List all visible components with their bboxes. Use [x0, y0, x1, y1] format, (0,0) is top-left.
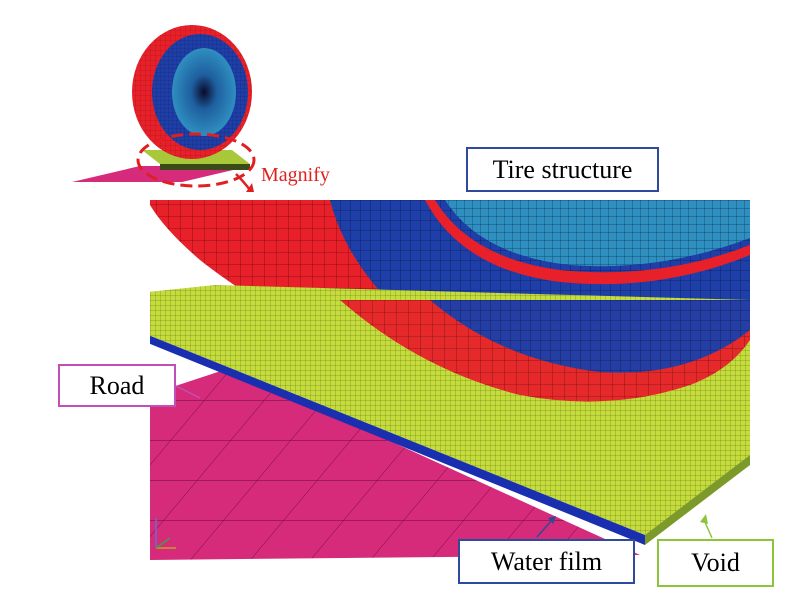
road-label: Road — [58, 364, 176, 407]
axis-triad-icon — [155, 518, 176, 549]
road-mesh — [150, 368, 640, 560]
void-mesh-side — [645, 455, 750, 545]
mini-tire-hub — [172, 48, 236, 136]
magnified-model — [150, 200, 750, 560]
water-film-mesh — [150, 335, 645, 545]
water-film-label: Water film — [458, 539, 635, 584]
overview-model — [72, 25, 256, 192]
tire-bead-stripe — [425, 200, 750, 285]
magnify-label: Magnify — [261, 164, 330, 186]
water-film-leader — [536, 519, 553, 538]
tire-rim-mesh — [445, 200, 750, 267]
magnify-circle — [136, 132, 256, 188]
road-leader — [171, 383, 201, 399]
tire-structure-label: Tire structure — [466, 147, 659, 192]
void-label: Void — [657, 539, 774, 587]
